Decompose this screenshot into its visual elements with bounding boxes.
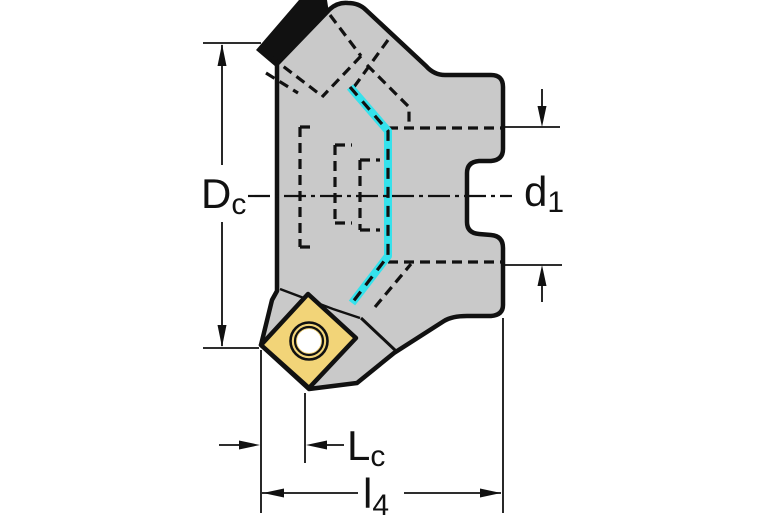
d1-arrow-down-icon bbox=[537, 106, 547, 127]
insert bbox=[258, 291, 359, 391]
pocket-wedge-line bbox=[359, 316, 398, 353]
coolant-channel-hidden-line bbox=[348, 85, 390, 304]
label-lc: Lc bbox=[347, 422, 385, 473]
hidden-edge-lines bbox=[265, 14, 502, 309]
dimension-lc bbox=[219, 350, 344, 513]
label-d1: d1 bbox=[524, 168, 564, 219]
l4-arrow-left-icon bbox=[263, 488, 284, 498]
dc-arrow-down-icon bbox=[217, 325, 227, 347]
insert-hole-outer-ring bbox=[289, 321, 329, 361]
label-l4: l4 bbox=[363, 470, 389, 522]
insert-seat-line bbox=[279, 287, 361, 320]
dc-arrow-up-icon bbox=[217, 44, 227, 66]
top-insert-edge bbox=[256, 0, 329, 67]
insert-hole bbox=[297, 329, 321, 353]
l4-arrow-right-icon bbox=[480, 488, 501, 498]
lc-arrow-right-icon bbox=[239, 440, 260, 450]
insert-hole-inner-ring bbox=[293, 325, 325, 357]
cutter-body bbox=[258, 0, 506, 392]
lc-arrow-left-icon bbox=[306, 440, 327, 450]
d1-arrow-up-icon bbox=[537, 265, 547, 286]
label-dc: Dc bbox=[201, 170, 246, 221]
